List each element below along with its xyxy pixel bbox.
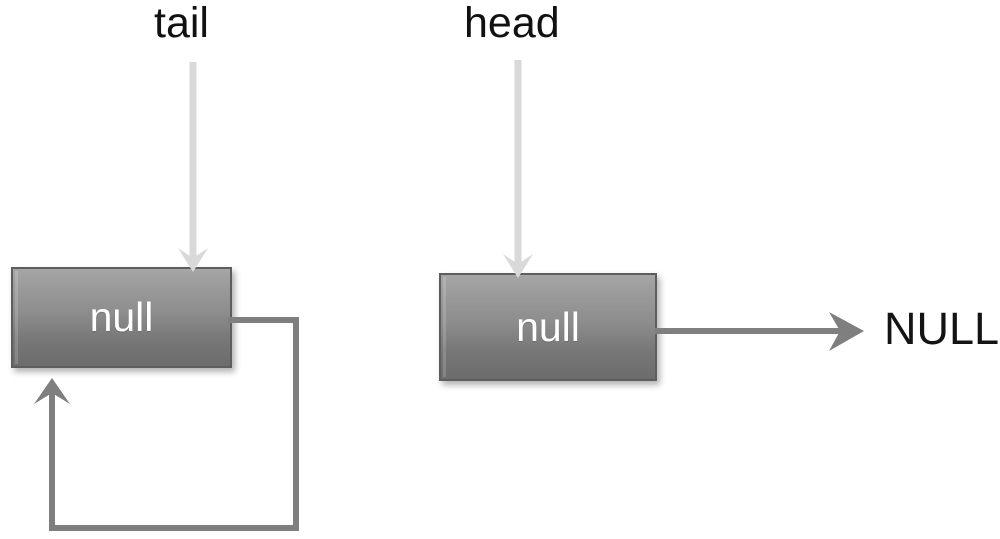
node-head-value: null [516,303,580,350]
node-tail-value: null [89,294,154,340]
node-head[interactable]: null [439,273,657,381]
head-next-null-link [655,312,864,351]
tail-pointer-label: tail [154,0,209,47]
tail-pointer-arrow [178,62,208,272]
head-pointer-label: head [464,0,560,47]
tail-self-loop-link [34,317,299,531]
node-tail[interactable]: null [11,267,232,368]
null-terminator-label: NULL [884,303,1000,354]
head-pointer-arrow [503,60,533,278]
